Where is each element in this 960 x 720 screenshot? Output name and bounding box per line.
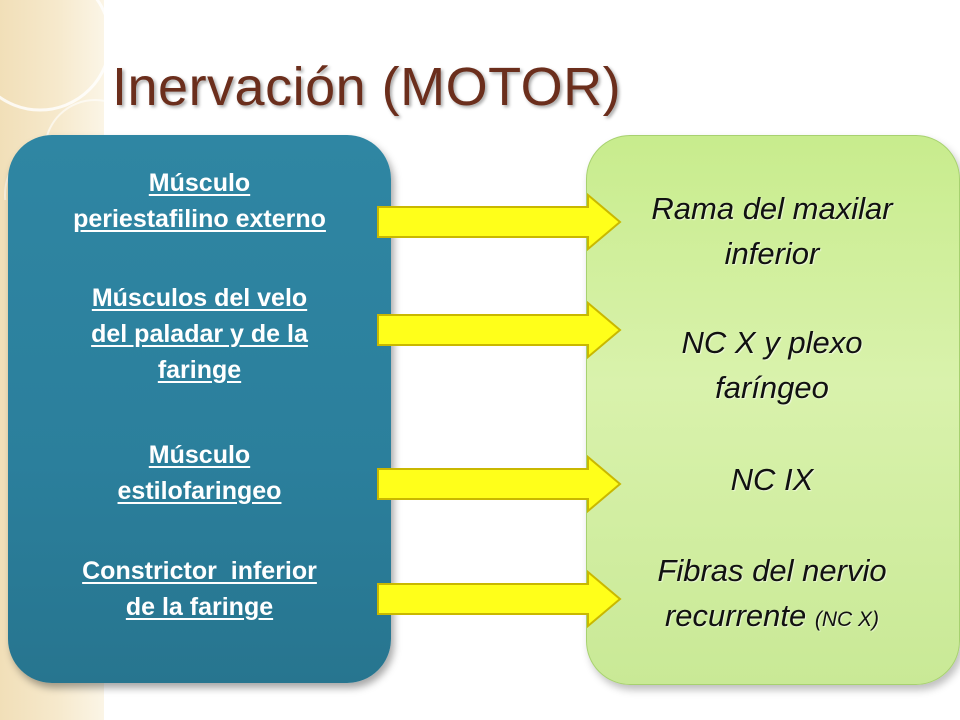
arrow-2-shape xyxy=(377,301,622,359)
nerve-item-3: NC IX xyxy=(586,457,958,502)
nerve-item-4-line-1: Fibras del nervio xyxy=(657,553,887,588)
slide-title: Inervación (MOTOR) xyxy=(112,57,622,117)
arrow-4-icon xyxy=(377,570,622,628)
nerve-item-1: Rama del maxilar inferior xyxy=(586,186,958,276)
muscle-item-3: Músculo estilofaringeo xyxy=(8,437,391,509)
muscle-item-3-line-2: estilofaringeo xyxy=(117,477,282,505)
arrow-3-shape xyxy=(377,455,622,513)
muscle-item-1-line-1: Músculo xyxy=(148,169,251,197)
muscle-item-2-line-1: Músculos del velo xyxy=(91,284,308,312)
nerve-item-2-line-1: NC X y plexo xyxy=(681,325,863,360)
muscle-item-1-line-2: periestafilino externo xyxy=(73,205,326,233)
nerve-item-2-line-2: faríngeo xyxy=(715,370,829,405)
nerve-item-4-line-2-text: recurrente xyxy=(664,598,807,633)
nerves-panel xyxy=(586,135,960,685)
nerve-item-1-line-2: inferior xyxy=(724,236,820,271)
nerve-item-1-line-1: Rama del maxilar xyxy=(651,191,893,226)
arrow-1-shape xyxy=(377,193,622,251)
arrow-3-icon xyxy=(377,455,622,513)
arrow-4-shape xyxy=(377,570,622,628)
nerve-item-4: Fibras del nervio recurrente (NC X) xyxy=(586,548,958,642)
muscle-item-1: Músculo periestafilino externo xyxy=(8,165,391,237)
muscle-item-2: Músculos del velo del paladar y de la fa… xyxy=(8,280,391,388)
muscle-item-4-line-2: de la faringe xyxy=(125,593,274,621)
muscle-item-2-line-2: del paladar y de la xyxy=(91,320,308,348)
nerve-item-3-line-1: NC IX xyxy=(730,462,814,497)
nerve-item-2: NC X y plexo faríngeo xyxy=(586,320,958,410)
nerve-item-4-line-2: recurrente (NC X) xyxy=(586,593,958,642)
arrow-1-icon xyxy=(377,193,622,251)
arrow-2-icon xyxy=(377,301,622,359)
muscle-item-2-line-3: faringe xyxy=(157,356,242,384)
nerve-item-4-suffix: (NC X) xyxy=(814,608,880,631)
muscle-item-4-line-1: Constrictor inferior xyxy=(82,557,317,585)
muscle-item-3-line-1: Músculo xyxy=(148,441,251,469)
muscle-item-4: Constrictor inferior de la faringe xyxy=(8,553,391,625)
muscles-panel xyxy=(8,135,391,683)
